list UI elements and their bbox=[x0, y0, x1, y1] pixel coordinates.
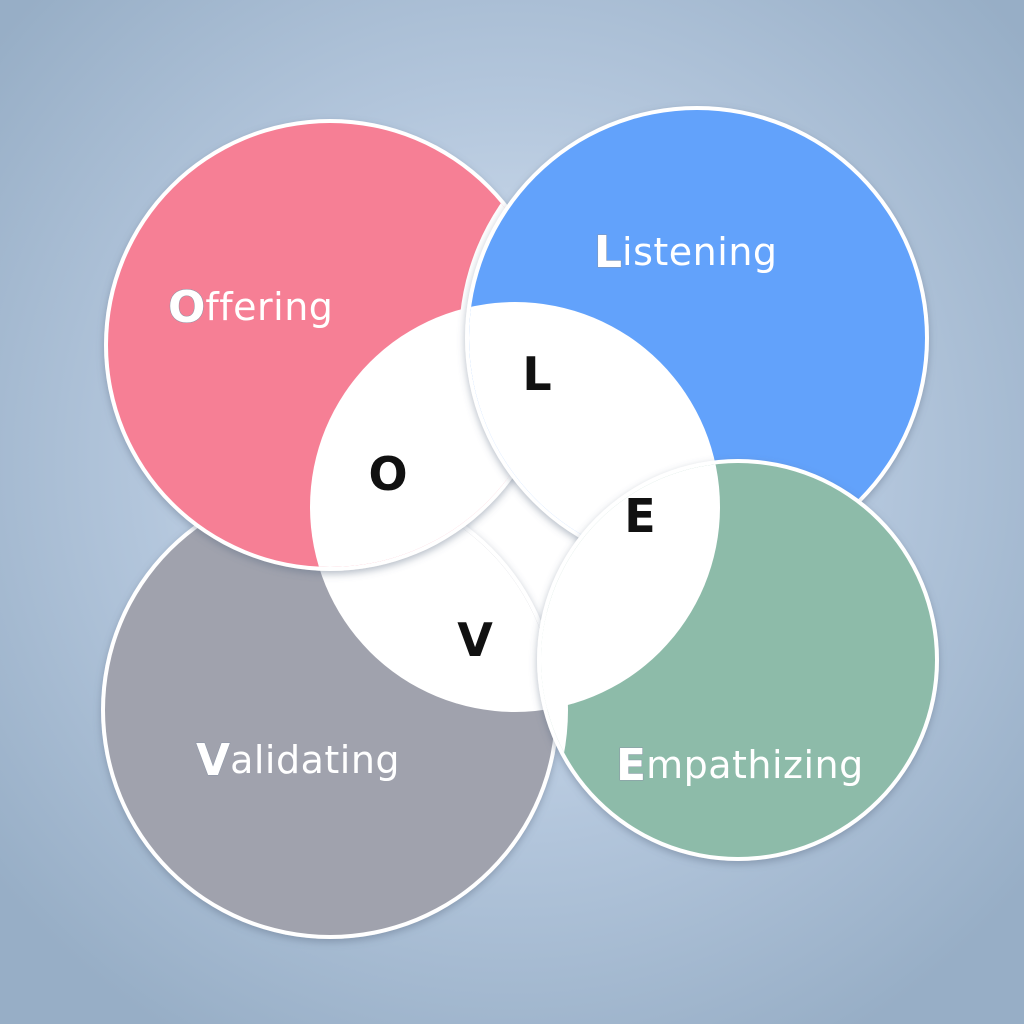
offering-rest: ffering bbox=[205, 285, 333, 329]
empathizing-label: Empathizing bbox=[616, 740, 864, 791]
center-letter-l: L bbox=[522, 347, 551, 401]
empathizing-initial: E bbox=[616, 740, 646, 791]
listening-label: Listening bbox=[594, 227, 778, 278]
center-letter-o: O bbox=[368, 447, 407, 501]
validating-initial: V bbox=[196, 735, 230, 786]
petal-empathizing: Empathizing bbox=[537, 459, 939, 861]
validating-rest: alidating bbox=[230, 738, 400, 782]
center-letter-v: V bbox=[457, 613, 493, 667]
listening-rest: istening bbox=[622, 230, 777, 274]
offering-initial: O bbox=[168, 282, 205, 333]
offering-label: Offering bbox=[168, 282, 333, 333]
validating-label: Validating bbox=[196, 735, 400, 786]
listening-initial: L bbox=[594, 227, 622, 278]
empathizing-rest: mpathizing bbox=[646, 743, 864, 787]
center-letter-e: E bbox=[624, 489, 655, 543]
